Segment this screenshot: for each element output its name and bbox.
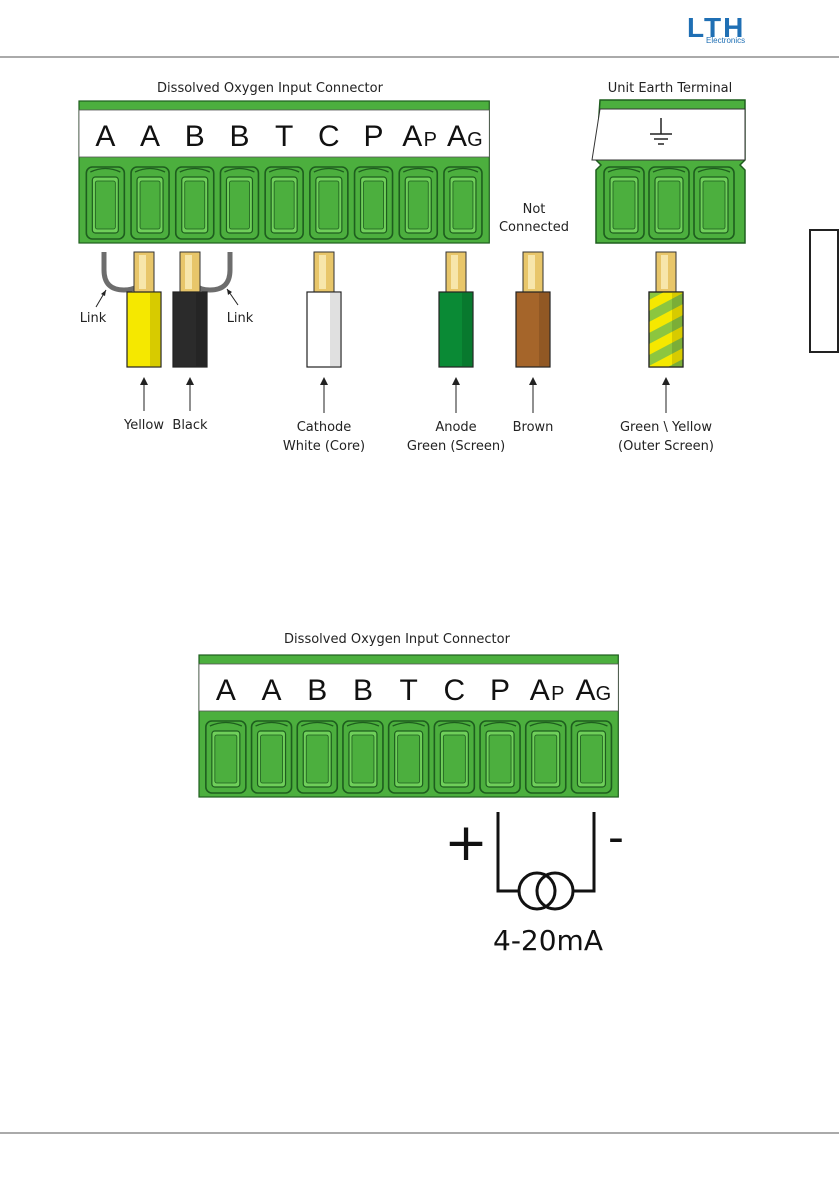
wire-label-1-1: Yellow xyxy=(123,418,164,433)
svg-text:B: B xyxy=(229,120,249,153)
wire-label-5-1: Brown xyxy=(513,420,554,435)
terminal-label-6: C xyxy=(318,120,340,153)
connector-title-1: Dissolved Oxygen Input Connector xyxy=(157,81,384,96)
terminal-screw-7 xyxy=(355,167,393,239)
wire-label-3-1: Cathode xyxy=(297,420,352,435)
wire-6: Green \ Yellow (Outer Screen) xyxy=(618,238,714,465)
earth-screw-2 xyxy=(649,167,689,239)
svg-text:A: A xyxy=(402,120,422,153)
svg-text:P: P xyxy=(490,674,510,707)
svg-text:C: C xyxy=(444,674,466,707)
terminal-screw-3 xyxy=(176,167,214,239)
link-label-left: Link xyxy=(80,311,107,326)
terminal-label-7: P xyxy=(364,120,384,153)
wire-label-3-2: White (Core) xyxy=(283,439,365,454)
terminal2-label-6: C xyxy=(444,674,466,707)
terminal2-screw-2 xyxy=(252,721,292,793)
terminal2-screw-3 xyxy=(297,721,337,793)
terminal-screw-8 xyxy=(399,167,437,239)
logo-subtext: Electronics xyxy=(706,36,745,45)
terminal2-label-4: B xyxy=(353,674,373,707)
svg-text:P: P xyxy=(424,129,437,151)
terminal2-label-5: T xyxy=(399,674,417,707)
terminal-label-2: A xyxy=(140,120,160,153)
terminal2-screw-1 xyxy=(206,721,246,793)
svg-text:A: A xyxy=(140,120,160,153)
wire-1: Yellow xyxy=(123,252,164,433)
terminal2-label-2: A xyxy=(262,674,282,707)
terminal-label-5: T xyxy=(275,120,293,153)
terminal2-screw-9 xyxy=(571,721,611,793)
wire-label-4-2: Green (Screen) xyxy=(407,439,505,454)
terminal-label-1: A xyxy=(95,120,115,153)
svg-text:P: P xyxy=(551,683,564,705)
terminal-screw-6 xyxy=(310,167,348,239)
terminal-screw-5 xyxy=(265,167,303,239)
terminal2-label-7: P xyxy=(490,674,510,707)
source-label: 4-20mA xyxy=(493,924,603,957)
link-label-right: Link xyxy=(227,311,254,326)
lth-logo: LTH Electronics xyxy=(687,12,745,45)
svg-text:T: T xyxy=(399,674,417,707)
side-tab xyxy=(810,230,838,352)
svg-text:G: G xyxy=(467,129,483,151)
svg-text:A: A xyxy=(262,674,282,707)
svg-text:P: P xyxy=(364,120,384,153)
wire-2: Black xyxy=(172,252,208,433)
not-connected-line1: Not xyxy=(523,202,546,217)
earth-terminal-block xyxy=(592,100,745,243)
not-connected-line2: Connected xyxy=(499,220,569,235)
terminal2-screw-7 xyxy=(480,721,520,793)
link-annotation-right: Link xyxy=(227,289,254,326)
current-source-icon xyxy=(519,873,573,909)
wire-label-6-1: Green \ Yellow xyxy=(620,420,712,435)
terminal2-screw-6 xyxy=(434,721,474,793)
svg-text:A: A xyxy=(530,674,550,707)
terminal-screw-4 xyxy=(220,167,258,239)
minus-sign: - xyxy=(608,812,624,863)
svg-text:A: A xyxy=(95,120,115,153)
svg-text:B: B xyxy=(185,120,205,153)
svg-text:B: B xyxy=(353,674,373,707)
terminal2-screw-5 xyxy=(389,721,429,793)
plus-sign: + xyxy=(444,813,488,873)
current-loop: + - 4-20mA xyxy=(444,812,624,957)
terminal-screw-9 xyxy=(444,167,482,239)
svg-text:C: C xyxy=(318,120,340,153)
terminal-label-4: B xyxy=(229,120,249,153)
terminal-screw-1 xyxy=(86,167,124,239)
svg-text:T: T xyxy=(275,120,293,153)
terminal2-screw-8 xyxy=(526,721,566,793)
terminal2-label-1: A xyxy=(216,674,236,707)
svg-text:B: B xyxy=(307,674,327,707)
wire-label-2-1: Black xyxy=(172,418,208,433)
terminal-screw-2 xyxy=(131,167,169,239)
svg-text:A: A xyxy=(575,674,595,707)
svg-text:A: A xyxy=(447,120,467,153)
terminal-label-3: B xyxy=(185,120,205,153)
earth-terminal-title: Unit Earth Terminal xyxy=(608,81,733,96)
earth-screw-3 xyxy=(694,167,734,239)
link-annotation-left: Link xyxy=(80,290,107,326)
wire-5: Brown xyxy=(513,252,554,435)
connector-title-2: Dissolved Oxygen Input Connector xyxy=(284,632,511,647)
svg-text:A: A xyxy=(216,674,236,707)
earth-screw-1 xyxy=(604,167,644,239)
terminal2-label-3: B xyxy=(307,674,327,707)
terminal2-screw-4 xyxy=(343,721,383,793)
svg-text:G: G xyxy=(596,683,612,705)
wire-label-6-2: (Outer Screen) xyxy=(618,439,714,454)
wire-label-4-1: Anode xyxy=(435,420,476,435)
